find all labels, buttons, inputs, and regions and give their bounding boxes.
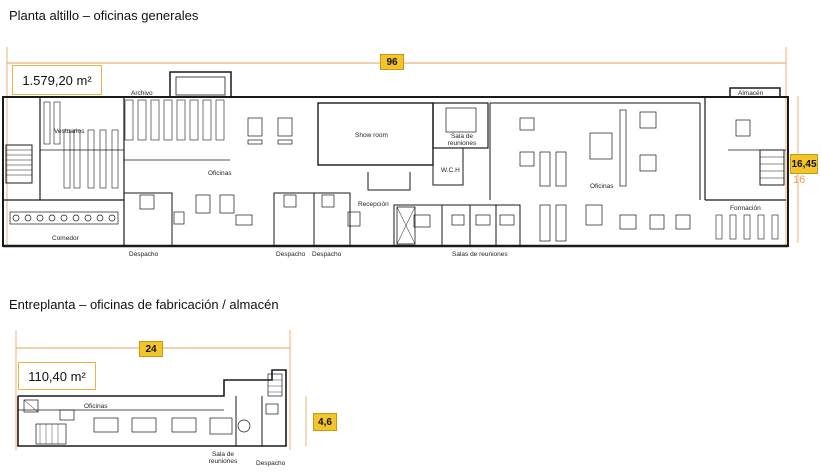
top-width-badge: 16,45 — [790, 154, 818, 174]
dining-tables — [9, 211, 119, 225]
room-label-vestuarios: Vestuarios — [54, 128, 85, 135]
archive-shelves — [124, 99, 225, 141]
room-label-oficinas-left: Oficinas — [208, 170, 232, 177]
top-length-badge: 96 — [380, 54, 404, 70]
bottom-room-label-sala-reuniones: Sala de reuniones — [208, 451, 238, 466]
room-label-archivo: Archivo — [131, 90, 153, 97]
bottom-plan-area-box: 110,40 m² — [18, 362, 96, 390]
bottom-room-label-oficinas: Oficinas — [84, 403, 108, 410]
bottom-office-desks — [59, 403, 279, 435]
room-label-wc: W.C.H — [441, 167, 460, 174]
bottom-label-despacho-2: Despacho — [276, 251, 306, 258]
bottom-length-badge: 24 — [139, 341, 163, 357]
top-plan-walls — [2, 71, 789, 248]
bottom-plan-walls — [17, 369, 287, 447]
room-label-sala-reuniones: Sala de reuniones — [447, 133, 477, 148]
room-label-oficinas-right: Oficinas — [590, 183, 614, 190]
top-plan-title: Planta altillo – oficinas generales — [9, 8, 199, 23]
room-label-almacen: Almacén — [738, 90, 764, 97]
top-width-mark: 16 — [793, 174, 806, 186]
room-label-formacion: Formación — [730, 205, 761, 212]
bottom-plan-title: Entreplanta – oficinas de fabricación / … — [9, 297, 279, 312]
training-desks — [715, 214, 779, 240]
bottom-width-badge: 4,6 — [313, 413, 337, 431]
top-plan-area-box: 1.579,20 m² — [12, 65, 102, 95]
bottom-label-salas-reuniones: Salas de reuniones — [452, 251, 508, 258]
bottom-label-despacho-3: Despacho — [312, 251, 342, 258]
locker-rows — [43, 101, 119, 189]
office-desks — [139, 107, 751, 242]
room-label-recepcion: Recepción — [358, 201, 389, 208]
room-label-comedor: Comedor — [52, 235, 79, 242]
room-label-show-room: Show room — [355, 132, 388, 139]
bottom-room-label-despacho: Despacho — [256, 460, 286, 467]
bottom-label-despacho-1: Despacho — [129, 251, 159, 258]
